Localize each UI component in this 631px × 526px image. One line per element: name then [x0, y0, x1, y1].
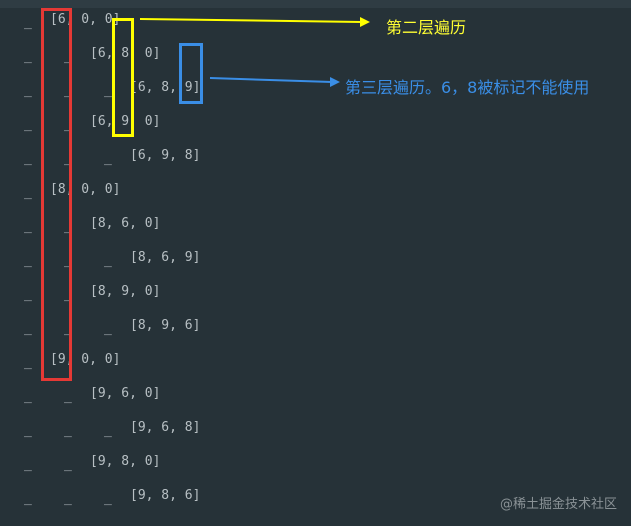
indent-marker: _ [24, 151, 32, 166]
indent-marker: _ [24, 423, 32, 438]
indent-marker: _ [24, 491, 32, 506]
indent-marker: _ [104, 151, 112, 166]
second-level-note: 第二层遍历 [386, 18, 467, 37]
indent-marker: _ [64, 423, 72, 438]
indent-marker: _ [64, 49, 72, 64]
indent-marker: _ [64, 287, 72, 302]
output-line: [9, 0, 0] [50, 352, 121, 367]
top-bar [0, 0, 631, 8]
indent-marker: _ [64, 491, 72, 506]
indent-marker: _ [24, 117, 32, 132]
indent-marker: _ [24, 83, 32, 98]
output-line: [6, 9, 8] [130, 148, 201, 163]
output-line: [9, 8, 6] [130, 488, 201, 503]
output-line: [6, 8, 9] [130, 80, 201, 95]
indent-marker: _ [64, 321, 72, 336]
output-line: [8, 9, 6] [130, 318, 201, 333]
output-line: [9, 6, 0] [90, 386, 161, 401]
indent-marker: _ [24, 15, 32, 30]
output-line: [9, 8, 0] [90, 454, 161, 469]
indent-marker: _ [104, 83, 112, 98]
output-line: [8, 0, 0] [50, 182, 121, 197]
output-line: [9, 6, 8] [130, 420, 201, 435]
indent-marker: _ [24, 389, 32, 404]
indent-marker: _ [24, 457, 32, 472]
indent-marker: _ [64, 151, 72, 166]
indent-marker: _ [104, 423, 112, 438]
indent-marker: _ [64, 219, 72, 234]
second-level-highlight [112, 18, 134, 137]
indent-marker: _ [24, 185, 32, 200]
indent-marker: _ [64, 83, 72, 98]
indent-marker: _ [64, 389, 72, 404]
output-line: [8, 9, 0] [90, 284, 161, 299]
indent-marker: _ [64, 117, 72, 132]
indent-marker: _ [24, 219, 32, 234]
output-line: [8, 6, 9] [130, 250, 201, 265]
output-line: [8, 6, 0] [90, 216, 161, 231]
first-level-highlight [41, 8, 72, 381]
indent-marker: _ [24, 253, 32, 268]
watermark: @稀土掘金技术社区 [499, 497, 617, 512]
indent-marker: _ [104, 321, 112, 336]
yellow-arrow-icon [139, 17, 370, 27]
indent-marker: _ [24, 355, 32, 370]
indent-marker: _ [24, 321, 32, 336]
indent-marker: _ [64, 253, 72, 268]
indent-marker: _ [24, 49, 32, 64]
indent-marker: _ [24, 287, 32, 302]
indent-marker: _ [64, 457, 72, 472]
blue-arrow-icon [209, 77, 340, 87]
indent-marker: _ [104, 253, 112, 268]
third-level-note: 第三层遍历。6，8被标记不能使用 [345, 78, 590, 97]
indent-marker: _ [104, 491, 112, 506]
third-level-highlight [179, 43, 203, 104]
